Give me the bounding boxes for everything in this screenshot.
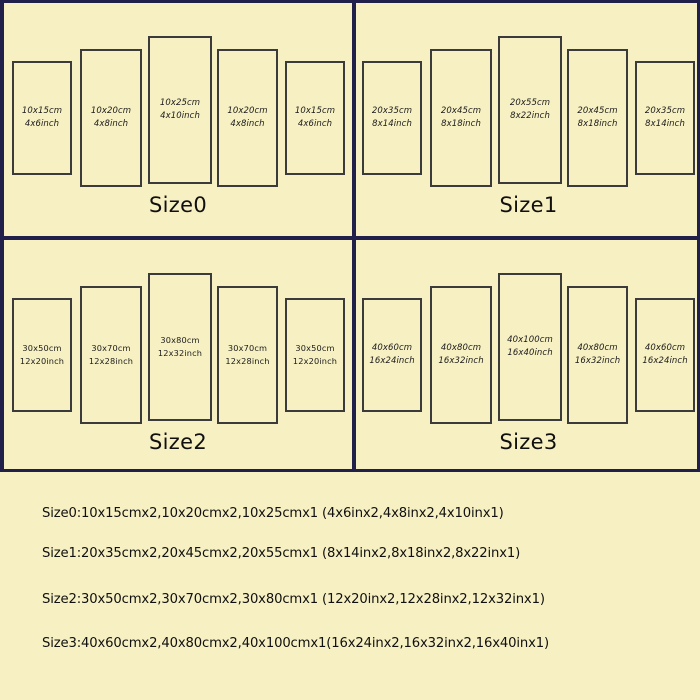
panel-size1-2: 20x45cm 8x18inch (430, 49, 492, 187)
panel-label-inch: 12x28inch (225, 356, 270, 366)
panel-label-inch: 16x32inch (574, 356, 621, 366)
quadrant-size3: 40x60cm 16x24inch 40x80cm 16x32inch 40x1… (356, 240, 700, 472)
quadrant-title-size1: Size1 (499, 193, 558, 217)
panel-size0-3: 10x25cm 4x10inch (148, 36, 212, 184)
panel-label-cm: 20x45cm (577, 106, 618, 116)
panel-size1-4: 20x45cm 8x18inch (567, 49, 628, 187)
panel-size3-1: 40x60cm 16x24inch (362, 298, 422, 412)
panel-label-cm: 20x35cm (371, 106, 413, 116)
panel-label-cm: 40x60cm (371, 343, 413, 353)
panel-label-cm: 30x70cm (91, 343, 131, 353)
quadrant-grid: 10x15cm 4x6inch 10x20cm 4x8inch 10x25cm … (0, 0, 700, 472)
panel-size1-3: 20x55cm 8x22inch (498, 36, 562, 184)
legend-line-size1: Size1:20x35cmx2,20x45cmx2,20x55cmx1 (8x1… (42, 546, 521, 561)
panel-label-cm: 20x35cm (644, 106, 686, 116)
quadrant-size2: 30x50cm 12x20inch 30x70cm 12x28inch 30x8… (4, 240, 352, 472)
panel-label-inch: 16x32inch (438, 356, 484, 366)
panel-label-inch: 4x6inch (297, 119, 333, 129)
panel-label-cm: 10x20cm (90, 106, 132, 116)
panel-size0-2: 10x20cm 4x8inch (80, 49, 142, 187)
size-legend: Size0:10x15cmx2,10x20cmx2,10x25cmx1 (4x6… (0, 480, 700, 700)
panel-label-inch: 4x8inch (93, 119, 129, 129)
panel-group-size0: 10x15cm 4x6inch 10x20cm 4x8inch 10x25cm … (4, 3, 352, 191)
panel-size0-1: 10x15cm 4x6inch (12, 61, 72, 175)
panel-label-cm: 30x70cm (227, 343, 268, 353)
panel-label-cm: 40x60cm (644, 343, 686, 353)
panel-label-inch: 16x24inch (642, 356, 688, 366)
panel-size1-1: 20x35cm 8x14inch (362, 61, 422, 175)
panel-label-cm: 10x20cm (227, 106, 268, 116)
quadrant-title-size3: Size3 (499, 430, 558, 454)
panel-group-size2: 30x50cm 12x20inch 30x70cm 12x28inch 30x8… (4, 240, 352, 428)
panel-size3-3: 40x100cm 16x40inch (498, 273, 562, 421)
panel-size3-2: 40x80cm 16x32inch (430, 286, 492, 424)
panel-size2-2: 30x70cm 12x28inch (80, 286, 142, 424)
panel-label-inch: 4x8inch (230, 119, 265, 129)
panel-label-inch: 12x32inch (157, 348, 203, 358)
panel-size2-5: 30x50cm 12x20inch (285, 298, 345, 412)
panel-size3-4: 40x80cm 16x32inch (567, 286, 628, 424)
quadrant-size1: 20x35cm 8x14inch 20x45cm 8x18inch 20x55c… (356, 3, 700, 236)
legend-line-size2: Size2:30x50cmx2,30x70cmx2,30x80cmx1 (12x… (42, 592, 545, 607)
panel-label-cm: 30x50cm (295, 343, 335, 353)
panel-label-inch: 12x20inch (292, 356, 338, 366)
panel-label-cm: 40x80cm (577, 343, 618, 353)
panel-label-inch: 4x10inch (160, 111, 200, 121)
panel-size1-5: 20x35cm 8x14inch (635, 61, 695, 175)
panel-label-cm: 30x80cm (160, 335, 200, 345)
grid-horizontal-divider (4, 236, 698, 240)
panel-label-cm: 10x15cm (21, 106, 63, 116)
panel-label-cm: 40x80cm (440, 343, 482, 353)
panel-label-inch: 4x6inch (24, 119, 60, 129)
panel-group-size1: 20x35cm 8x14inch 20x45cm 8x18inch 20x55c… (356, 3, 700, 191)
panel-label-cm: 40x100cm (507, 335, 553, 345)
panel-size3-5: 40x60cm 16x24inch (635, 298, 695, 412)
panel-label-cm: 10x15cm (294, 106, 336, 116)
panel-label-inch: 12x28inch (88, 356, 134, 366)
panel-label-inch: 8x18inch (441, 119, 481, 129)
panel-label-cm: 30x50cm (22, 343, 62, 353)
quadrant-size0: 10x15cm 4x6inch 10x20cm 4x8inch 10x25cm … (4, 3, 352, 236)
panel-label-inch: 16x24inch (369, 356, 415, 366)
panel-size2-1: 30x50cm 12x20inch (12, 298, 72, 412)
panel-label-inch: 8x18inch (577, 119, 618, 129)
panel-size2-3: 30x80cm 12x32inch (148, 273, 212, 421)
panel-size2-4: 30x70cm 12x28inch (217, 286, 278, 424)
quadrant-title-size2: Size2 (149, 430, 207, 454)
panel-label-cm: 10x25cm (159, 98, 201, 108)
panel-label-inch: 8x14inch (372, 119, 412, 129)
panel-label-cm: 20x55cm (509, 98, 551, 108)
legend-line-size3: Size3:40x60cmx2,40x80cmx2,40x100cmx1(16x… (42, 636, 550, 651)
panel-size0-4: 10x20cm 4x8inch (217, 49, 278, 187)
panel-label-inch: 8x22inch (510, 111, 550, 121)
panel-label-inch: 16x40inch (507, 348, 553, 358)
panel-size0-5: 10x15cm 4x6inch (285, 61, 345, 175)
panel-group-size3: 40x60cm 16x24inch 40x80cm 16x32inch 40x1… (356, 240, 700, 428)
panel-label-inch: 12x20inch (19, 356, 65, 366)
panel-label-inch: 8x14inch (645, 119, 685, 129)
legend-line-size0: Size0:10x15cmx2,10x20cmx2,10x25cmx1 (4x6… (42, 506, 504, 521)
quadrant-title-size0: Size0 (149, 193, 207, 217)
panel-label-cm: 20x45cm (440, 106, 482, 116)
